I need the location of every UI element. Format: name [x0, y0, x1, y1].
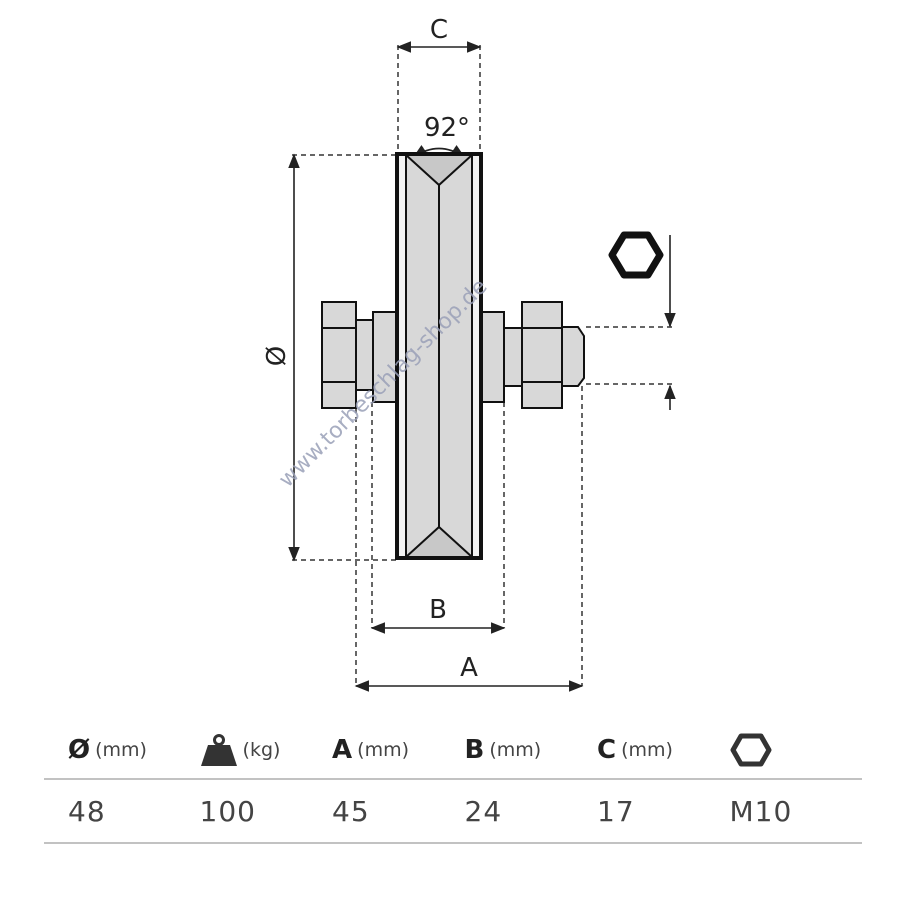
wheel	[395, 152, 483, 560]
value-a: 45	[332, 795, 464, 828]
header-c-unit: (mm)	[621, 739, 673, 761]
header-a-unit: (mm)	[357, 739, 409, 761]
value-b-text: 24	[464, 794, 503, 828]
header-load-unit: (kg)	[242, 739, 281, 761]
value-load: 100	[200, 795, 332, 828]
header-a-key: A	[332, 735, 353, 765]
right-nut	[521, 301, 585, 409]
hex-nut-icon	[730, 733, 772, 767]
value-thread-text: M10	[729, 794, 793, 828]
spec-values-row: 48 100 45 24 17 M10	[44, 780, 862, 844]
header-diameter-unit: (mm)	[95, 739, 147, 761]
label-c: C	[430, 15, 448, 45]
header-load: (kg)	[200, 733, 332, 767]
spec-header-row: Ø (mm) (kg) A (mm) B (mm) C (mm)	[44, 722, 862, 780]
value-diameter-text: 48	[68, 794, 106, 828]
value-c-text: 17	[597, 794, 635, 828]
value-c: 17	[597, 795, 729, 828]
header-diameter-key: Ø	[68, 735, 91, 765]
hub-spacers	[372, 311, 523, 403]
label-angle: 92°	[424, 113, 470, 143]
value-diameter: 48	[44, 795, 200, 828]
header-b: B (mm)	[465, 735, 597, 765]
wheel-technical-drawing: C 92° Ø B A www.torbeschlag-shop.de	[262, 15, 676, 692]
spec-table: Ø (mm) (kg) A (mm) B (mm) C (mm)	[44, 722, 862, 844]
value-a-text: 45	[332, 794, 370, 828]
header-thread	[729, 732, 861, 768]
header-c-key: C	[597, 735, 617, 765]
header-diameter: Ø (mm)	[44, 735, 200, 765]
header-a: A (mm)	[332, 735, 464, 765]
header-b-key: B	[464, 735, 485, 765]
value-load-text: 100	[199, 794, 256, 828]
value-thread: M10	[729, 795, 861, 828]
left-nut	[321, 301, 374, 409]
header-b-unit: (mm)	[489, 739, 542, 761]
weight-icon	[200, 734, 237, 766]
header-c: C (mm)	[597, 735, 729, 765]
value-b: 24	[465, 795, 597, 828]
label-b: B	[429, 595, 447, 625]
label-a: A	[460, 653, 478, 683]
label-diameter: Ø	[262, 346, 292, 366]
extension-lines	[292, 45, 672, 686]
hex-nut-icon	[608, 231, 664, 279]
